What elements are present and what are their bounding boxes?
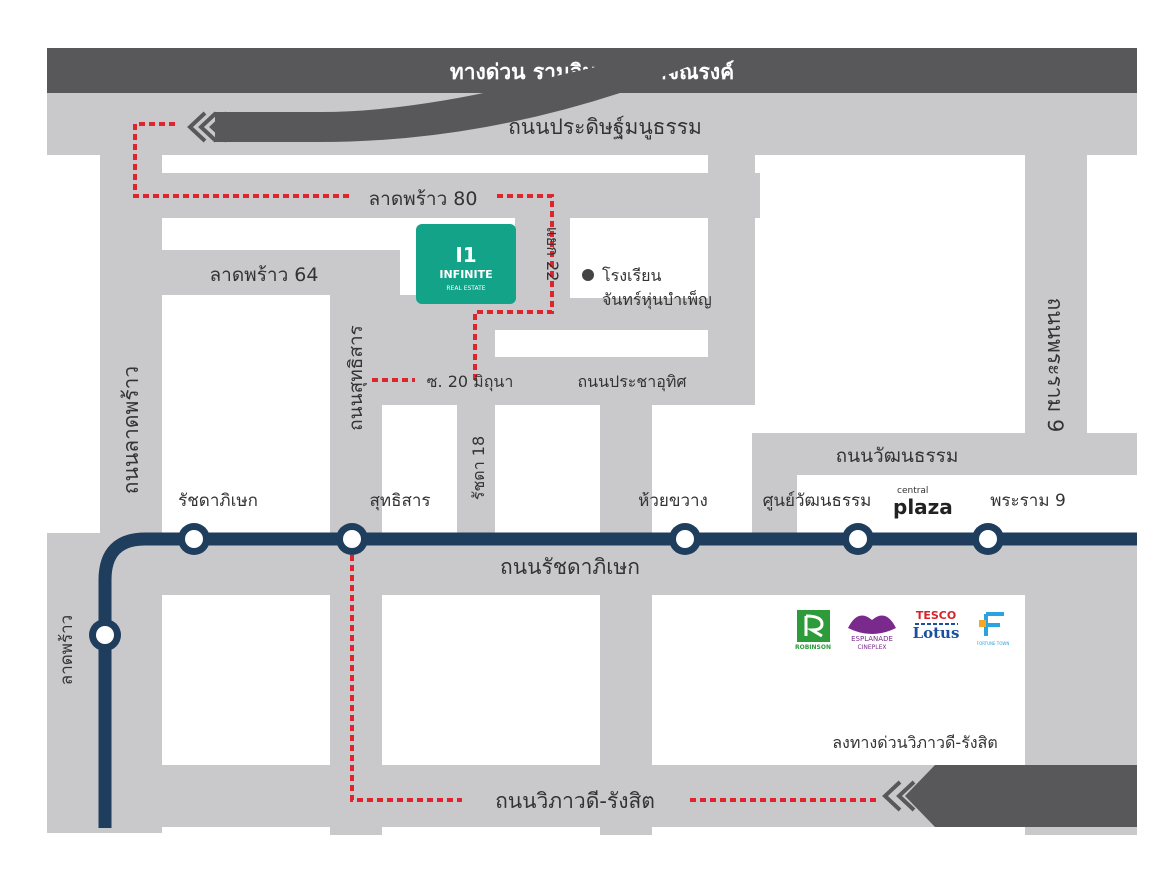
infinite-logo-glyph: I1 [455,243,476,267]
road-pracha-vertical [600,405,652,535]
lotus-logo-text: Lotus [913,624,960,642]
label-school-line2: จันทร์หุ่นบำเพ็ญ [602,289,712,310]
label-vibhavadi-road: ถนนวิภาวดี-รังสิต [495,789,655,813]
route-vertical-suthisarn [350,545,462,802]
route-lines [133,122,880,802]
road-network [47,93,1137,835]
label-pradit: ถนนประดิษฐ์มนูธรรม [508,115,702,140]
label-rama9-road: ถนนพระราม 9 [1043,298,1067,433]
cineplex-logo-text: CINEPLEX [857,644,886,651]
station-rama9 [972,523,1004,555]
road-ladprao-vertical [100,93,162,533]
road-right-vertical [708,155,755,405]
label-yaek22: แยก 22 [543,227,562,282]
esplanade-logo: ESPLANADE CINEPLEX [848,615,896,651]
road-rama9 [1025,155,1087,475]
central-logo-big: plaza [893,495,953,519]
esplanade-logo-text: ESPLANADE [851,635,893,643]
label-ladprao64: ลาดพร้าว 64 [210,264,319,286]
station-lat-phrao [89,619,121,651]
label-ratchadaphisek-road: ถนนรัชดาภิเษก [500,555,640,579]
label-suthisarn-road: ถนนสุทธิสาร [345,325,368,431]
robinson-logo-text: ROBINSON [795,644,831,651]
fortune-town-logo: FORTUNE TOWN [977,612,1010,646]
robinson-logo: ROBINSON [795,610,831,651]
expressway-ramp-bottom [935,765,1137,827]
infinite-logo-tagline: REAL ESTATE [446,285,485,292]
central-logo-small: central [897,486,928,496]
station-ratchadaphisek [178,523,210,555]
label-vibhavadi-exit: ลงทางด่วนวิภาวดี-รังสิต [832,733,998,752]
expressway-ramp-top [215,66,690,142]
label-school-line1: โรงเรียน [602,266,661,285]
label-soi20: ซ. 20 มิถุนา [427,372,514,392]
chevron-right-icon [882,780,930,812]
road-ratchada18 [457,330,495,535]
school-marker-icon [582,269,594,281]
road-soi20 [330,357,755,405]
label-watthanatham: ถนนวัฒนธรรม [836,445,959,467]
label-ladprao-road: ถนนลาดพร้าว [119,366,143,494]
road-block-fill [382,295,457,357]
tesco-lotus-logo: TESCO Lotus [913,609,960,642]
central-plaza-logo: central plaza [893,486,953,519]
label-station-sutthisan: สุทธิสาร [369,491,430,511]
label-station-rama9: พระราม 9 [990,491,1066,511]
metro-line [98,532,1137,828]
label-station-huai-khwang: ห้วยขวาง [638,491,708,511]
label-station-lat-phrao: ลาดพร้าว [57,615,77,685]
road-watthanatham-vertical [752,433,797,533]
fortune-town-logo-text: FORTUNE TOWN [977,641,1010,646]
label-station-cultural-centre: ศูนย์วัฒนธรรม [763,491,872,511]
route-top [133,122,350,198]
label-station-ratchadaphisek: รัชดาภิเษก [178,491,258,511]
chevron-left-icon [187,111,229,143]
tesco-logo-text: TESCO [916,609,956,622]
station-cultural-centre [842,523,874,555]
station-sutthisan [336,523,368,555]
road-yaek22 [515,218,570,298]
label-pracha-uthit: ถนนประชาอุทิศ [577,372,686,392]
route-top-right [473,194,554,380]
metro-stations [89,523,1004,651]
infinite-logo: I1 INFINITE REAL ESTATE [416,224,516,304]
infinite-logo-name: INFINITE [439,268,492,281]
label-ratchada18: รัชดา 18 [469,436,488,500]
label-ladprao80: ลาดพร้าว 80 [369,188,478,210]
road-suthisarn-vertical [330,295,382,535]
station-huai-khwang [669,523,701,555]
expressway-ramp-bottom-tip [905,765,935,827]
